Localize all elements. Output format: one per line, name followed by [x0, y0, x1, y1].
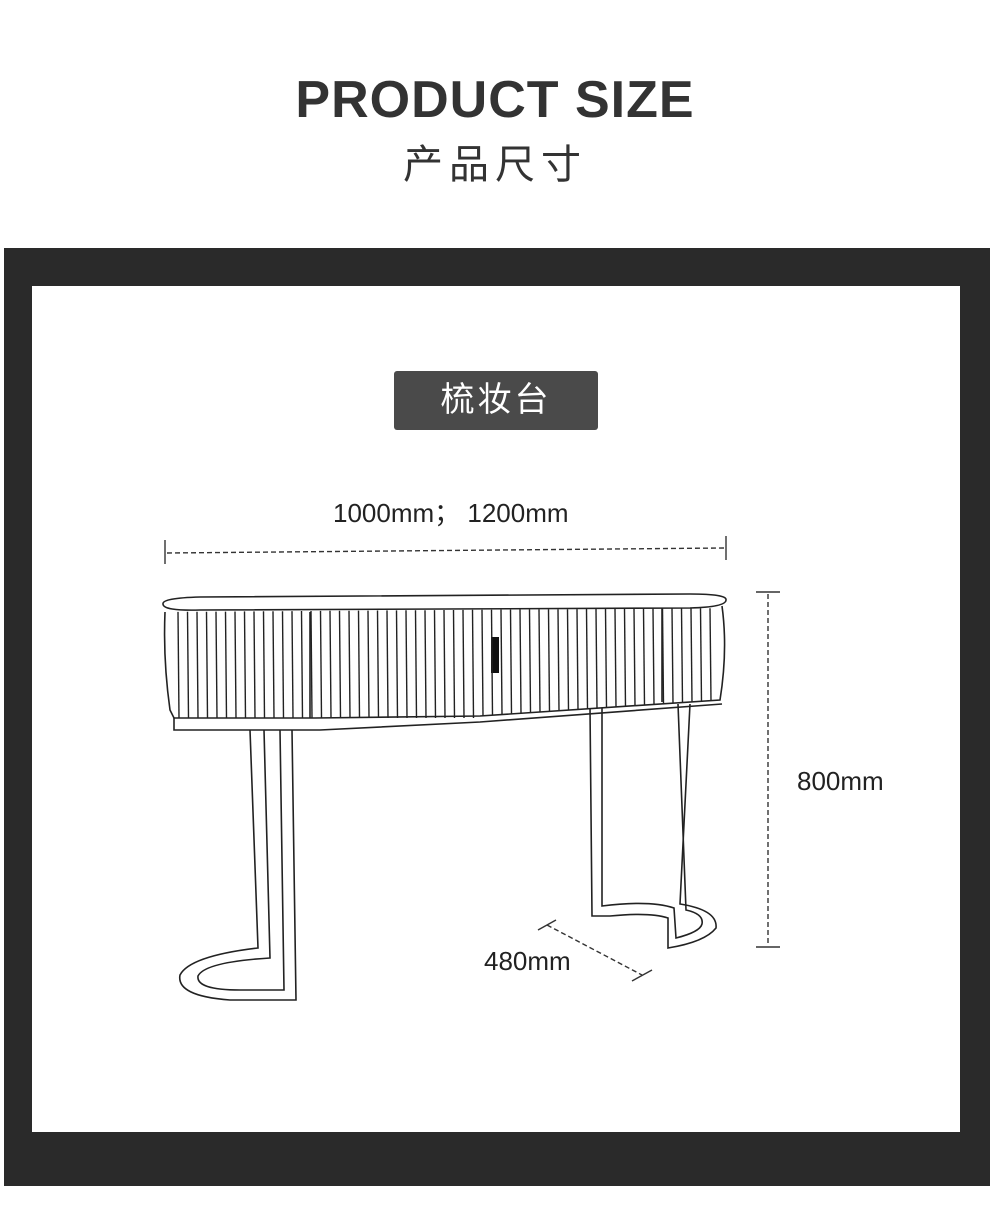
flute-line [414, 610, 418, 719]
left-leg [179, 729, 297, 1001]
flute-line [291, 611, 294, 719]
flute-line [671, 608, 674, 704]
flute-line [395, 610, 399, 719]
flute-line [367, 610, 370, 719]
flute-line [557, 609, 560, 711]
height-dimension-label: 800mm [797, 766, 884, 796]
flute-line [661, 608, 665, 705]
flute-line [623, 608, 627, 707]
flute-line [215, 611, 218, 719]
flute-line [433, 610, 437, 719]
flute-line [566, 609, 570, 711]
flute-line [272, 611, 275, 719]
product-name-tag: 梳妆台 [394, 371, 598, 430]
flute-line [376, 610, 380, 719]
flute-line [205, 611, 209, 719]
flute-line [443, 609, 446, 719]
flute-line [234, 611, 237, 719]
section-title-cn: 产品尺寸 [403, 142, 587, 188]
flute-line [357, 610, 361, 719]
flute-line [196, 611, 199, 719]
depth-dimension-label: 480mm [484, 946, 571, 976]
flute-line [177, 611, 180, 719]
flute-line [186, 611, 190, 719]
flute-line [538, 609, 541, 713]
flute-line [481, 609, 484, 716]
section-title-en: PRODUCT SIZE [295, 71, 695, 129]
flute-line [471, 609, 475, 719]
tabletop [162, 593, 727, 611]
flute-line [680, 608, 684, 703]
flute-line [253, 611, 256, 719]
table-body [163, 605, 726, 731]
flute-line [338, 610, 342, 719]
flute-line [585, 608, 589, 710]
flute-line [614, 608, 617, 708]
width-dimension-label: 1000mm； 1200mm [333, 498, 569, 528]
flute-line [262, 611, 266, 719]
flute-line [633, 608, 636, 707]
flute-line [243, 611, 247, 719]
flute-line [547, 609, 551, 712]
depth-dimension-line [537, 919, 653, 982]
flute-line [652, 608, 655, 705]
flute-line [462, 609, 465, 719]
flute-line [424, 610, 427, 719]
flute-line [690, 608, 693, 703]
right-leg [589, 703, 717, 949]
flute-line [310, 610, 313, 719]
flute-line [500, 609, 503, 715]
flute-line [699, 608, 703, 702]
flute-line [519, 609, 522, 714]
flute-line [405, 610, 408, 719]
flute-line [300, 610, 304, 719]
flute-line [348, 610, 351, 719]
flute-line [319, 610, 323, 719]
flute-line [452, 609, 456, 719]
flute-line [576, 609, 579, 710]
flute-line [595, 608, 598, 709]
flute-line [604, 608, 608, 708]
flute-line [528, 609, 532, 713]
fluted-panel-lines [177, 608, 712, 719]
flute-line [709, 608, 712, 702]
flute-line [509, 609, 513, 715]
flute-line [386, 610, 389, 719]
flute-line [329, 610, 332, 719]
flute-line [642, 608, 646, 706]
flute-line [281, 611, 285, 719]
height-dimension-line [756, 591, 780, 948]
flute-line [490, 609, 494, 716]
flute-line [224, 611, 228, 719]
width-dimension-line [164, 536, 727, 564]
